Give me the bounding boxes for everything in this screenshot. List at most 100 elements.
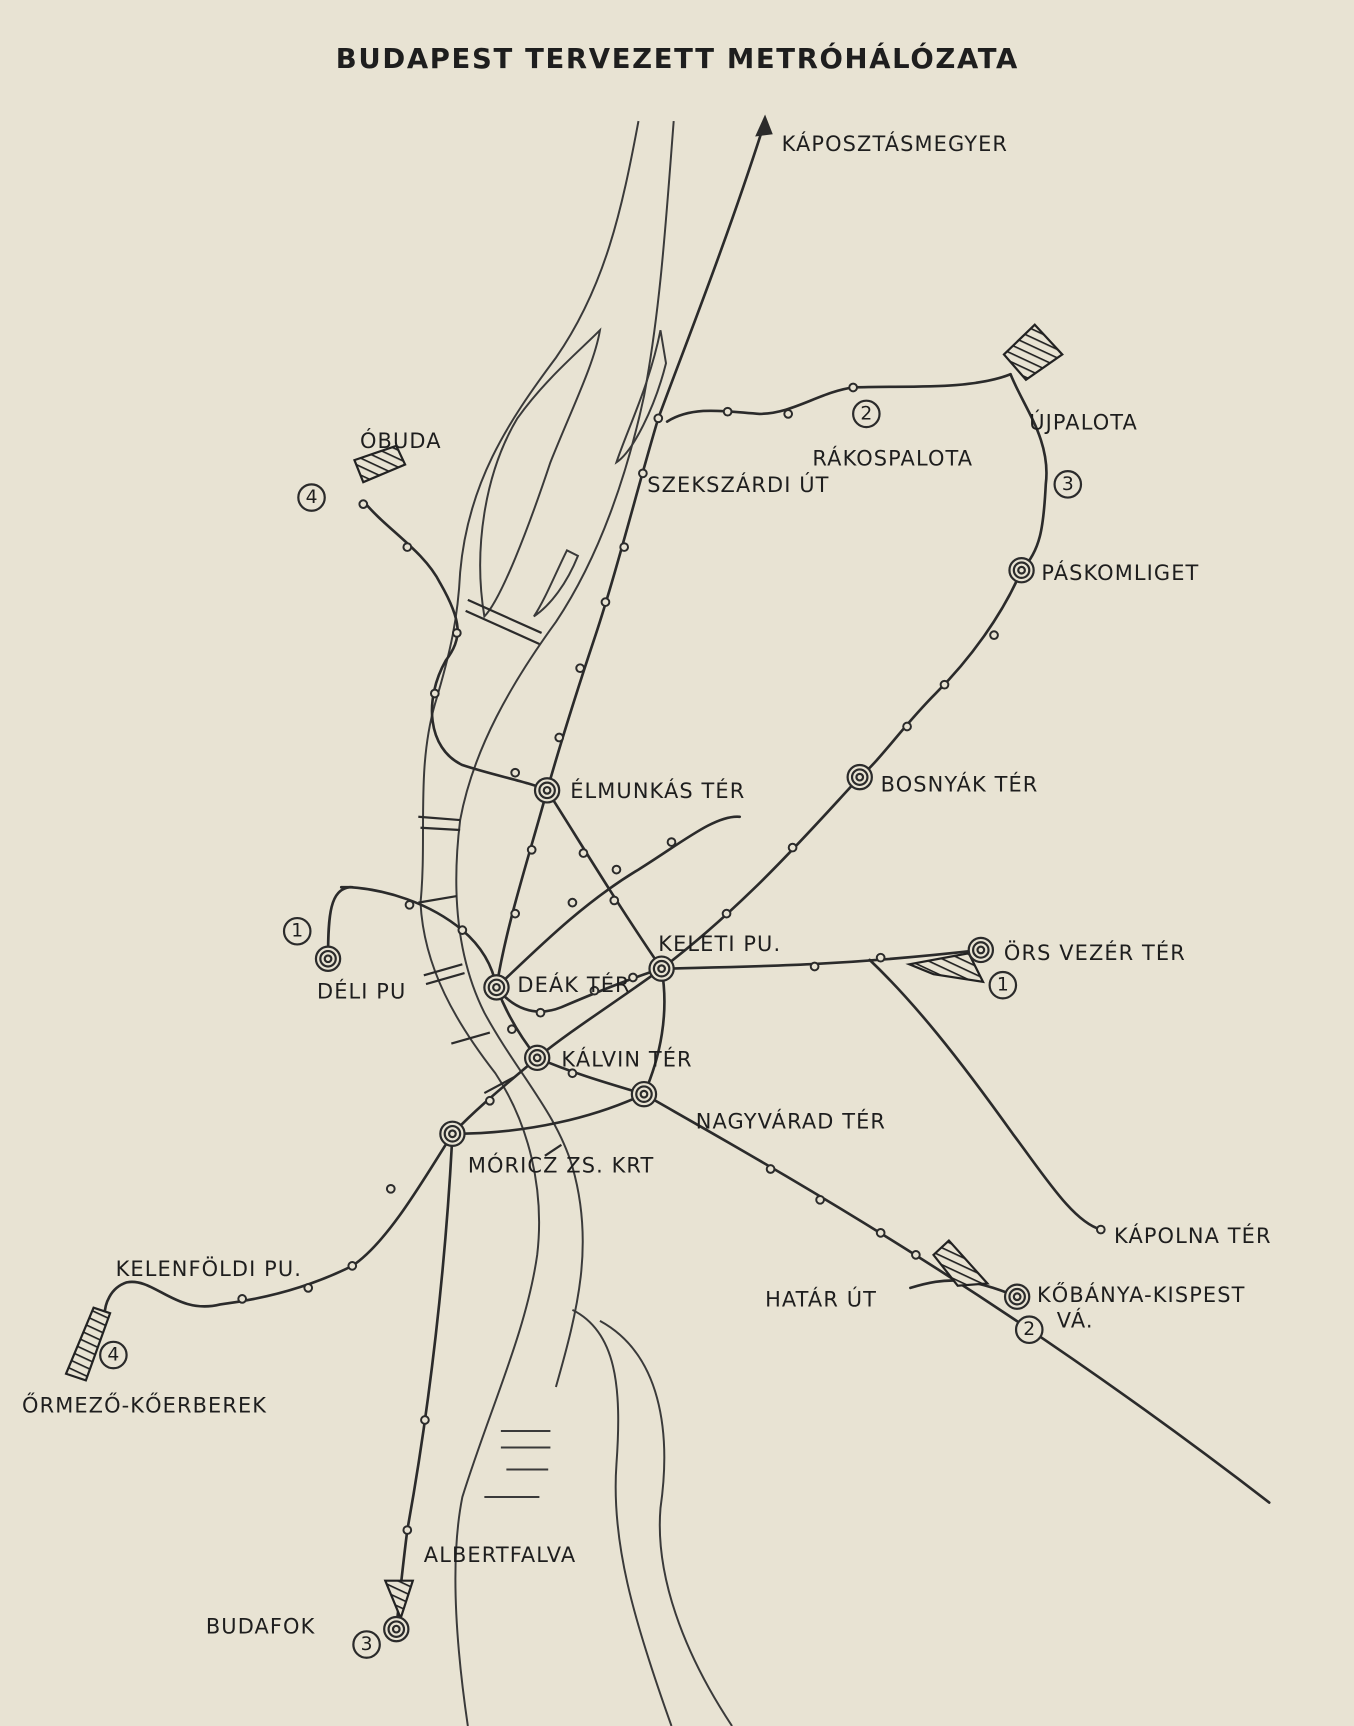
- danube-river: [419, 120, 733, 1726]
- label-paskomliget: PÁSKOMLIGET: [1041, 560, 1199, 585]
- label-rakospalota: RÁKOSPALOTA: [812, 446, 973, 471]
- minor-stop-marker: [402, 542, 413, 552]
- depot-obuda: [353, 444, 407, 484]
- minor-stop-marker: [722, 406, 733, 417]
- line-4-badge-kelenfold: 4: [107, 1345, 119, 1366]
- major-station-marker: [492, 982, 501, 992]
- label-ujpalota: ÚJPALOTA: [1029, 409, 1138, 434]
- minor-stop-marker: [451, 628, 462, 638]
- minor-stop-marker: [402, 1525, 413, 1535]
- label-nagyvarad-ter: NAGYVÁRAD TÉR: [696, 1108, 886, 1133]
- minor-stop-marker: [666, 837, 677, 847]
- minor-stop-marker: [638, 468, 648, 479]
- minor-stop-marker: [848, 382, 858, 393]
- line-3-badge-ujpalota: 3: [1062, 474, 1074, 495]
- minor-stop-marker: [457, 925, 468, 935]
- depot-budafok: [383, 1579, 415, 1622]
- label-obuda: ÓBUDA: [360, 428, 442, 453]
- minor-stop-marker: [611, 864, 622, 875]
- minor-stop-marker: [721, 908, 732, 919]
- minor-stop-marker: [939, 679, 950, 690]
- major-station-marker: [639, 1089, 649, 1099]
- line-number-badges: 4 2 3 1 1 2 4 3: [99, 399, 1083, 1659]
- minor-stop-marker: [619, 542, 630, 552]
- label-kelenfoldi-pu: KELENFÖLDI PU.: [116, 1256, 302, 1281]
- minor-stops: [237, 382, 1106, 1535]
- minor-stop-marker: [875, 952, 886, 963]
- minor-stop-marker: [787, 842, 798, 853]
- minor-stop-marker: [600, 597, 611, 607]
- minor-stop-marker: [429, 688, 440, 699]
- map-title: BUDAPEST TERVEZETT METRÓHÁLÓZATA: [336, 41, 1019, 75]
- minor-stop-marker: [420, 1415, 430, 1425]
- major-station-marker: [532, 1053, 542, 1063]
- label-bosnyak-ter: BOSNYÁK TÉR: [881, 771, 1039, 796]
- minor-stop-marker: [765, 1164, 776, 1174]
- line-2-rakospalota: [665, 372, 1012, 423]
- minor-stop-marker: [485, 1095, 495, 1106]
- line-4-obuda: [361, 499, 549, 792]
- line-deak-northeast: [495, 815, 742, 989]
- minor-stop-marker: [902, 721, 912, 732]
- label-kalvin-ter: KÁLVIN TÉR: [561, 1047, 692, 1072]
- minor-stop-marker: [989, 630, 999, 640]
- major-station-marker: [542, 785, 552, 795]
- minor-stop-marker: [237, 1294, 248, 1304]
- major-station-marker: [976, 945, 986, 955]
- depot-ors: [905, 952, 985, 984]
- line-1-badge-ors: 1: [997, 975, 1009, 996]
- minor-stop-marker: [815, 1194, 825, 1205]
- line-2-badge-rakospalota: 2: [860, 403, 872, 424]
- minor-stop-marker: [526, 844, 537, 855]
- label-szekszardi-ut: SZEKSZÁRDI ÚT: [647, 472, 829, 497]
- major-station-marker: [855, 772, 865, 782]
- major-station-marker: [391, 1624, 401, 1634]
- label-kaposztasmegyer: KÁPOSZTÁSMEGYER: [782, 131, 1008, 156]
- major-station-marker: [1017, 565, 1026, 575]
- minor-stop-marker: [609, 895, 620, 906]
- minor-stop-marker: [347, 1261, 358, 1271]
- station-labels: KÁPOSZTÁSMEGYER ÓBUDA SZEKSZÁRDI ÚT RÁKO…: [22, 131, 1270, 1639]
- label-elmunkas-ter: ÉLMUNKÁS TÉR: [570, 778, 745, 803]
- line-elmunkas-keleti: [545, 789, 663, 970]
- line-kapolna: [868, 958, 1103, 1231]
- line-elmunkas-deak: [495, 789, 549, 989]
- depot-ujpalota: [1002, 323, 1064, 382]
- minor-stop-marker: [783, 409, 794, 419]
- minor-stop-marker: [358, 499, 369, 509]
- minor-stop-marker: [567, 1068, 578, 1079]
- label-albertfalva: ALBERTFALVA: [424, 1543, 576, 1567]
- line-keleti-ors: [660, 948, 983, 970]
- line-3-ujpalota: [660, 372, 1048, 970]
- label-deli-pu: DÉLI PU: [317, 978, 406, 1003]
- minor-stop-marker: [554, 732, 565, 743]
- major-station-marker: [448, 1129, 457, 1139]
- major-station-marker: [1012, 1292, 1022, 1302]
- major-station-marker: [657, 964, 666, 974]
- minor-stop-marker: [1095, 1224, 1106, 1235]
- minor-stop-marker: [303, 1283, 314, 1293]
- label-moricz: MÓRICZ ZS. KRT: [468, 1152, 655, 1177]
- bridges: [418, 598, 563, 1157]
- line-kelenfold: [103, 1132, 454, 1317]
- line-1-badge-deli: 1: [291, 921, 303, 942]
- minor-stop-marker: [628, 972, 638, 983]
- minor-stop-marker: [510, 767, 521, 778]
- minor-stop-marker: [535, 1007, 546, 1018]
- minor-stop-marker: [875, 1228, 886, 1238]
- line-north-kaposztasmegyer: [545, 119, 767, 792]
- minor-stop-marker: [911, 1250, 921, 1260]
- minor-stop-marker: [578, 848, 589, 858]
- minor-stop-marker: [575, 663, 585, 674]
- line-kalvin-nagyvarad-hatar: [535, 1056, 1271, 1504]
- minor-stop-marker: [589, 985, 600, 996]
- line-1-deli: [326, 885, 498, 989]
- label-kobanya-kispest-va: VÁ.: [1057, 1308, 1094, 1333]
- minor-stop-marker: [507, 1024, 517, 1035]
- major-stations: [314, 556, 1035, 1643]
- depot-kobanya: [931, 1238, 990, 1287]
- label-budafok: BUDAFOK: [206, 1615, 316, 1639]
- label-ormezo-koerberek: ŐRMEZŐ-KŐERBEREK: [22, 1392, 267, 1417]
- minor-stop-marker: [653, 413, 664, 424]
